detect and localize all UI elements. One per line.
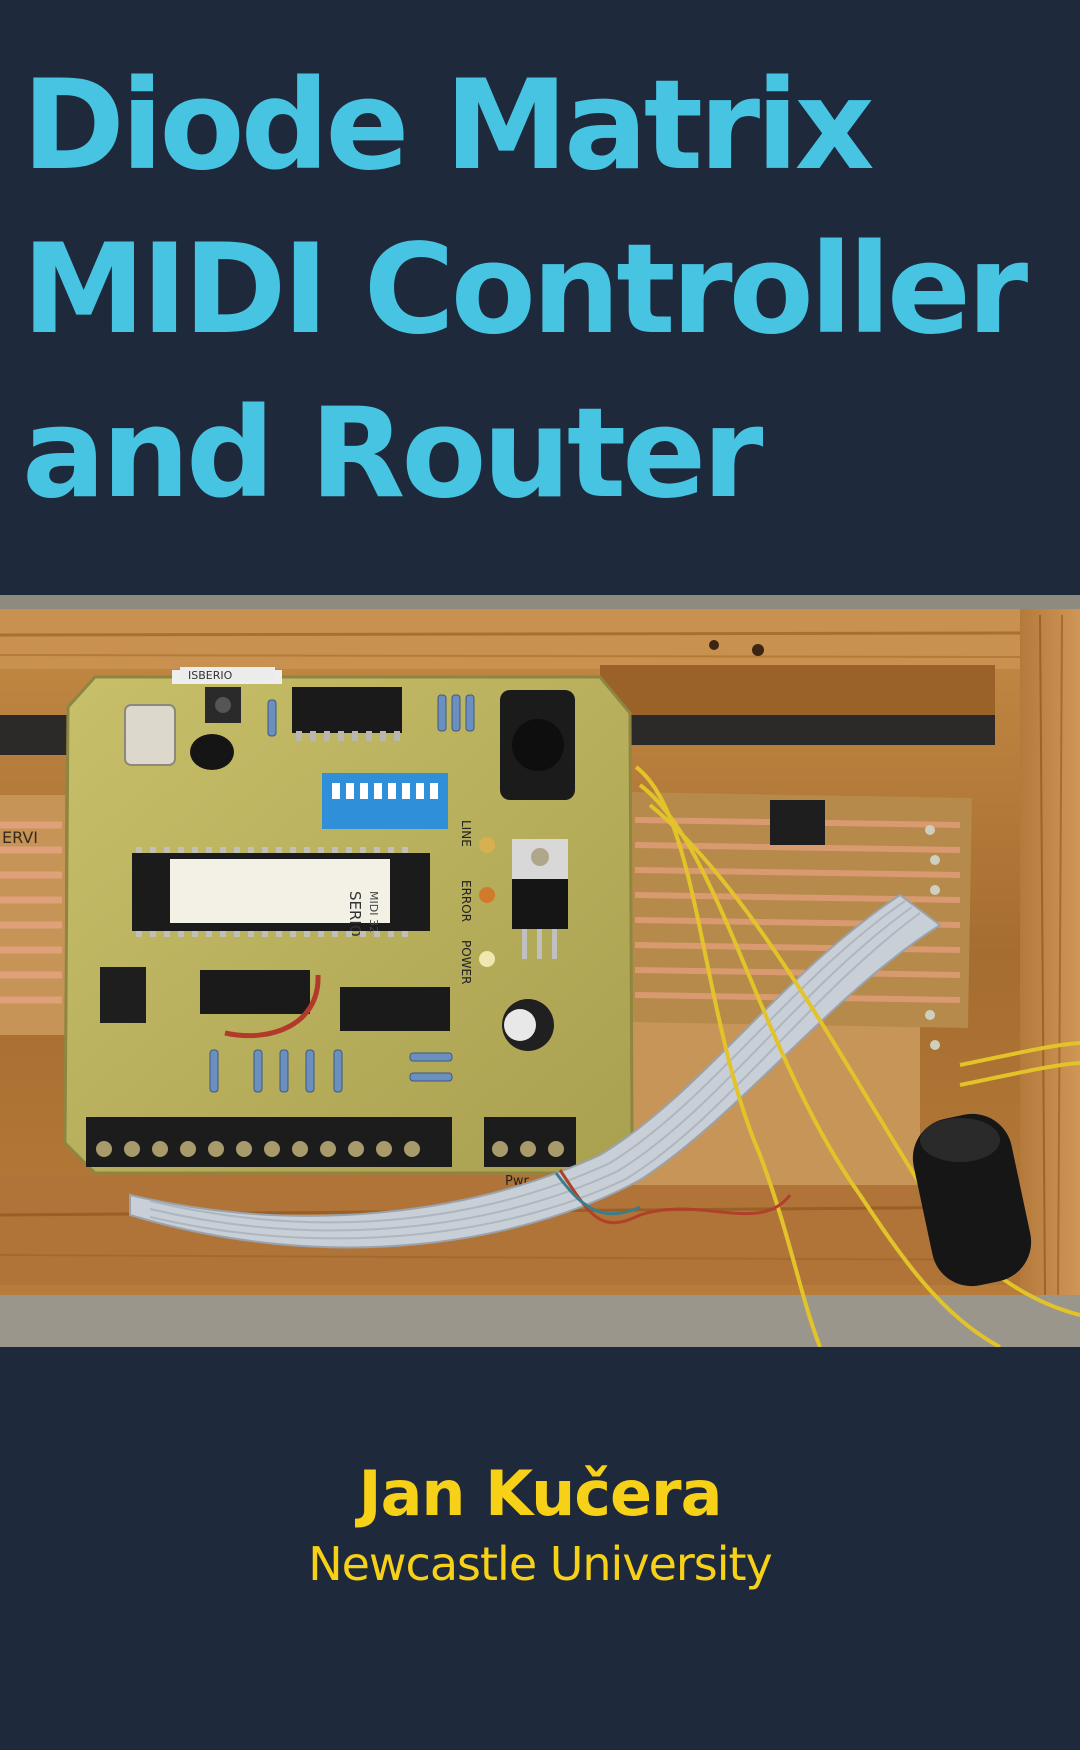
circuit-board-photo: ERVI	[0, 595, 1080, 1347]
led-label-line: LINE	[459, 820, 473, 847]
book-title: Diode Matrix MIDI Controller and Router	[22, 44, 1062, 536]
led-label-error: ERROR	[459, 880, 473, 922]
board-label-top: ISBERIO	[188, 669, 233, 682]
chip-label: SERIO	[346, 891, 364, 937]
title-line-1: Diode Matrix	[22, 54, 875, 198]
chip-sublabel: MIDI 32	[367, 891, 380, 933]
led-label-power: POWER	[459, 940, 473, 984]
side-label: ERVI	[2, 828, 38, 847]
title-line-3: and Router	[22, 382, 763, 526]
author-name: Jan Kučera	[358, 1457, 723, 1530]
title-line-2: MIDI Controller	[22, 218, 1028, 362]
author-affiliation: Newcastle University	[308, 1537, 773, 1591]
circuit-board-illustration: ERVI	[0, 595, 1080, 1347]
